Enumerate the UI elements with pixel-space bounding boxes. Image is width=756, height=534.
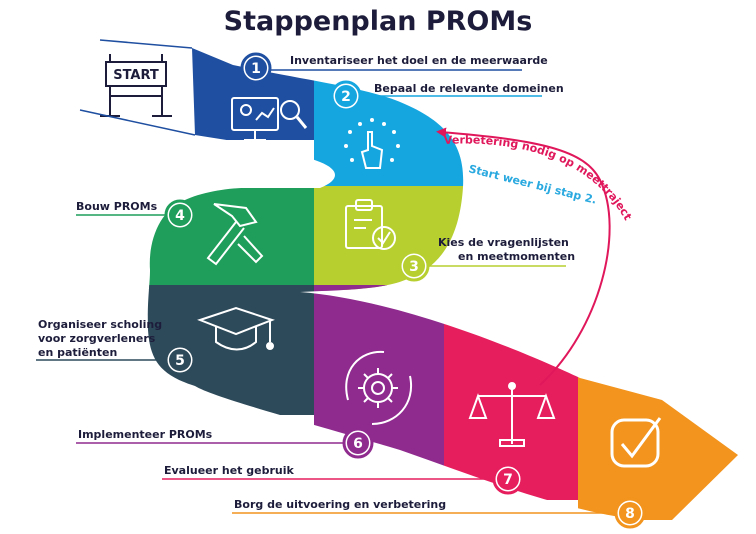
step-label-5-line-3: en patiënten bbox=[38, 346, 118, 359]
step-label-3-line-1: Kies de vragenlijsten bbox=[438, 236, 569, 249]
road-guide-top bbox=[99, 39, 193, 49]
gear-cycle-icon bbox=[345, 350, 413, 425]
hammer-icon bbox=[206, 203, 264, 266]
start-sign-icon bbox=[100, 54, 172, 117]
step-number-8: 8 bbox=[625, 506, 635, 522]
step-label-4: Bouw PROMs bbox=[76, 200, 158, 213]
feedback-arrow bbox=[436, 127, 611, 386]
road-segment-8 bbox=[578, 300, 739, 520]
touch-domains-icon bbox=[344, 118, 400, 169]
step-badge-7: 7 bbox=[492, 463, 524, 495]
step-badge-6: 6 bbox=[342, 427, 374, 459]
step-number-7: 7 bbox=[503, 472, 513, 488]
step-label-8: Borg de uitvoering en verbetering bbox=[234, 498, 447, 511]
step-label-6: Implementeer PROMs bbox=[78, 428, 213, 441]
step-number-4: 4 bbox=[175, 208, 185, 224]
analytics-monitor-icon bbox=[231, 97, 308, 141]
step-label-5-line-1: Organiseer scholing bbox=[38, 318, 163, 331]
clipboard-check-icon bbox=[345, 199, 396, 250]
step-label-7: Evalueer het gebruik bbox=[164, 464, 294, 477]
step-badge-4: 4 bbox=[164, 199, 196, 231]
step-label-5-line-2: voor zorgverleners bbox=[38, 332, 156, 345]
balance-scale-icon bbox=[468, 382, 556, 447]
step-badge-8: 8 bbox=[614, 497, 646, 529]
road-segment-5 bbox=[147, 285, 314, 415]
step-number-2: 2 bbox=[341, 89, 351, 105]
graduation-cap-icon bbox=[197, 306, 275, 351]
step-badge-5: 5 bbox=[164, 344, 196, 376]
step-badge-2: 2 bbox=[330, 80, 362, 112]
step-badge-1: 1 bbox=[240, 52, 272, 84]
road-guide-bottom bbox=[79, 109, 196, 136]
step-label-1: Inventariseer het doel en de meerwaarde bbox=[290, 54, 548, 67]
start-sign-label: START bbox=[113, 68, 159, 83]
step-label-3: Kies de vragenlijsten en meetmomenten bbox=[438, 236, 575, 264]
step-number-6: 6 bbox=[353, 436, 363, 452]
road-segment-6 bbox=[314, 285, 444, 485]
step-number-3: 3 bbox=[409, 259, 419, 275]
step-number-5: 5 bbox=[175, 353, 185, 369]
step-label-5: Organiseer scholing voor zorgverleners e… bbox=[38, 318, 162, 360]
step-label-2: Bepaal de relevante domeinen bbox=[374, 82, 564, 95]
step-number-1: 1 bbox=[251, 61, 261, 77]
step-badge-3: 3 bbox=[398, 250, 430, 282]
step-label-3-line-2: en meetmomenten bbox=[458, 250, 576, 263]
checkmark-icon bbox=[610, 417, 662, 468]
page-title: Stappenplan PROMs bbox=[223, 6, 533, 37]
road-segment-4 bbox=[147, 186, 314, 290]
